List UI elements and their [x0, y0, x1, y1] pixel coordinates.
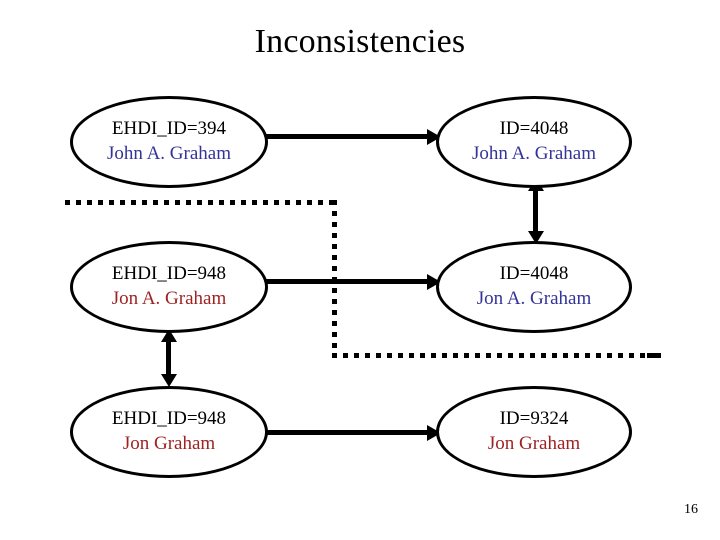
connector-left-column-vertical: [166, 341, 171, 375]
connector-row3-horizontal: [260, 430, 428, 435]
dotted-line-vertical: [332, 200, 337, 356]
node-left-3-name: Jon Graham: [122, 433, 216, 454]
node-left-2-id: EHDI_ID=948: [111, 263, 227, 284]
dotted-line-bottom-horizontal: [332, 353, 647, 358]
node-right-1-id: ID=4048: [499, 118, 569, 139]
node-right-2[interactable]: ID=4048 Jon A. Graham: [436, 241, 632, 333]
dotted-line-top-horizontal: [65, 200, 337, 205]
node-right-2-id: ID=4048: [499, 263, 569, 284]
node-right-3-id: ID=9324: [499, 408, 569, 429]
page-number: 16: [684, 502, 698, 517]
node-right-3[interactable]: ID=9324 Jon Graham: [436, 386, 632, 478]
connector-row2-horizontal: [260, 279, 428, 284]
node-left-2-name: Jon A. Graham: [111, 288, 227, 309]
node-left-1-id: EHDI_ID=394: [111, 118, 227, 139]
node-right-1-name: John A. Graham: [471, 143, 596, 164]
node-right-3-name: Jon Graham: [487, 433, 581, 454]
node-left-3-id: EHDI_ID=948: [111, 408, 227, 429]
node-left-1[interactable]: EHDI_ID=394 John A. Graham: [70, 96, 268, 188]
node-right-2-name: Jon A. Graham: [476, 288, 592, 309]
node-left-3[interactable]: EHDI_ID=948 Jon Graham: [70, 386, 268, 478]
node-left-2[interactable]: EHDI_ID=948 Jon A. Graham: [70, 241, 268, 333]
page-title: Inconsistencies: [254, 23, 466, 60]
dotted-line-end-cap: [647, 353, 661, 358]
node-right-1[interactable]: ID=4048 John A. Graham: [436, 96, 632, 188]
connector-right-column-vertical: [533, 190, 538, 232]
connector-row1-horizontal: [260, 134, 428, 139]
node-left-1-name: John A. Graham: [106, 143, 231, 164]
